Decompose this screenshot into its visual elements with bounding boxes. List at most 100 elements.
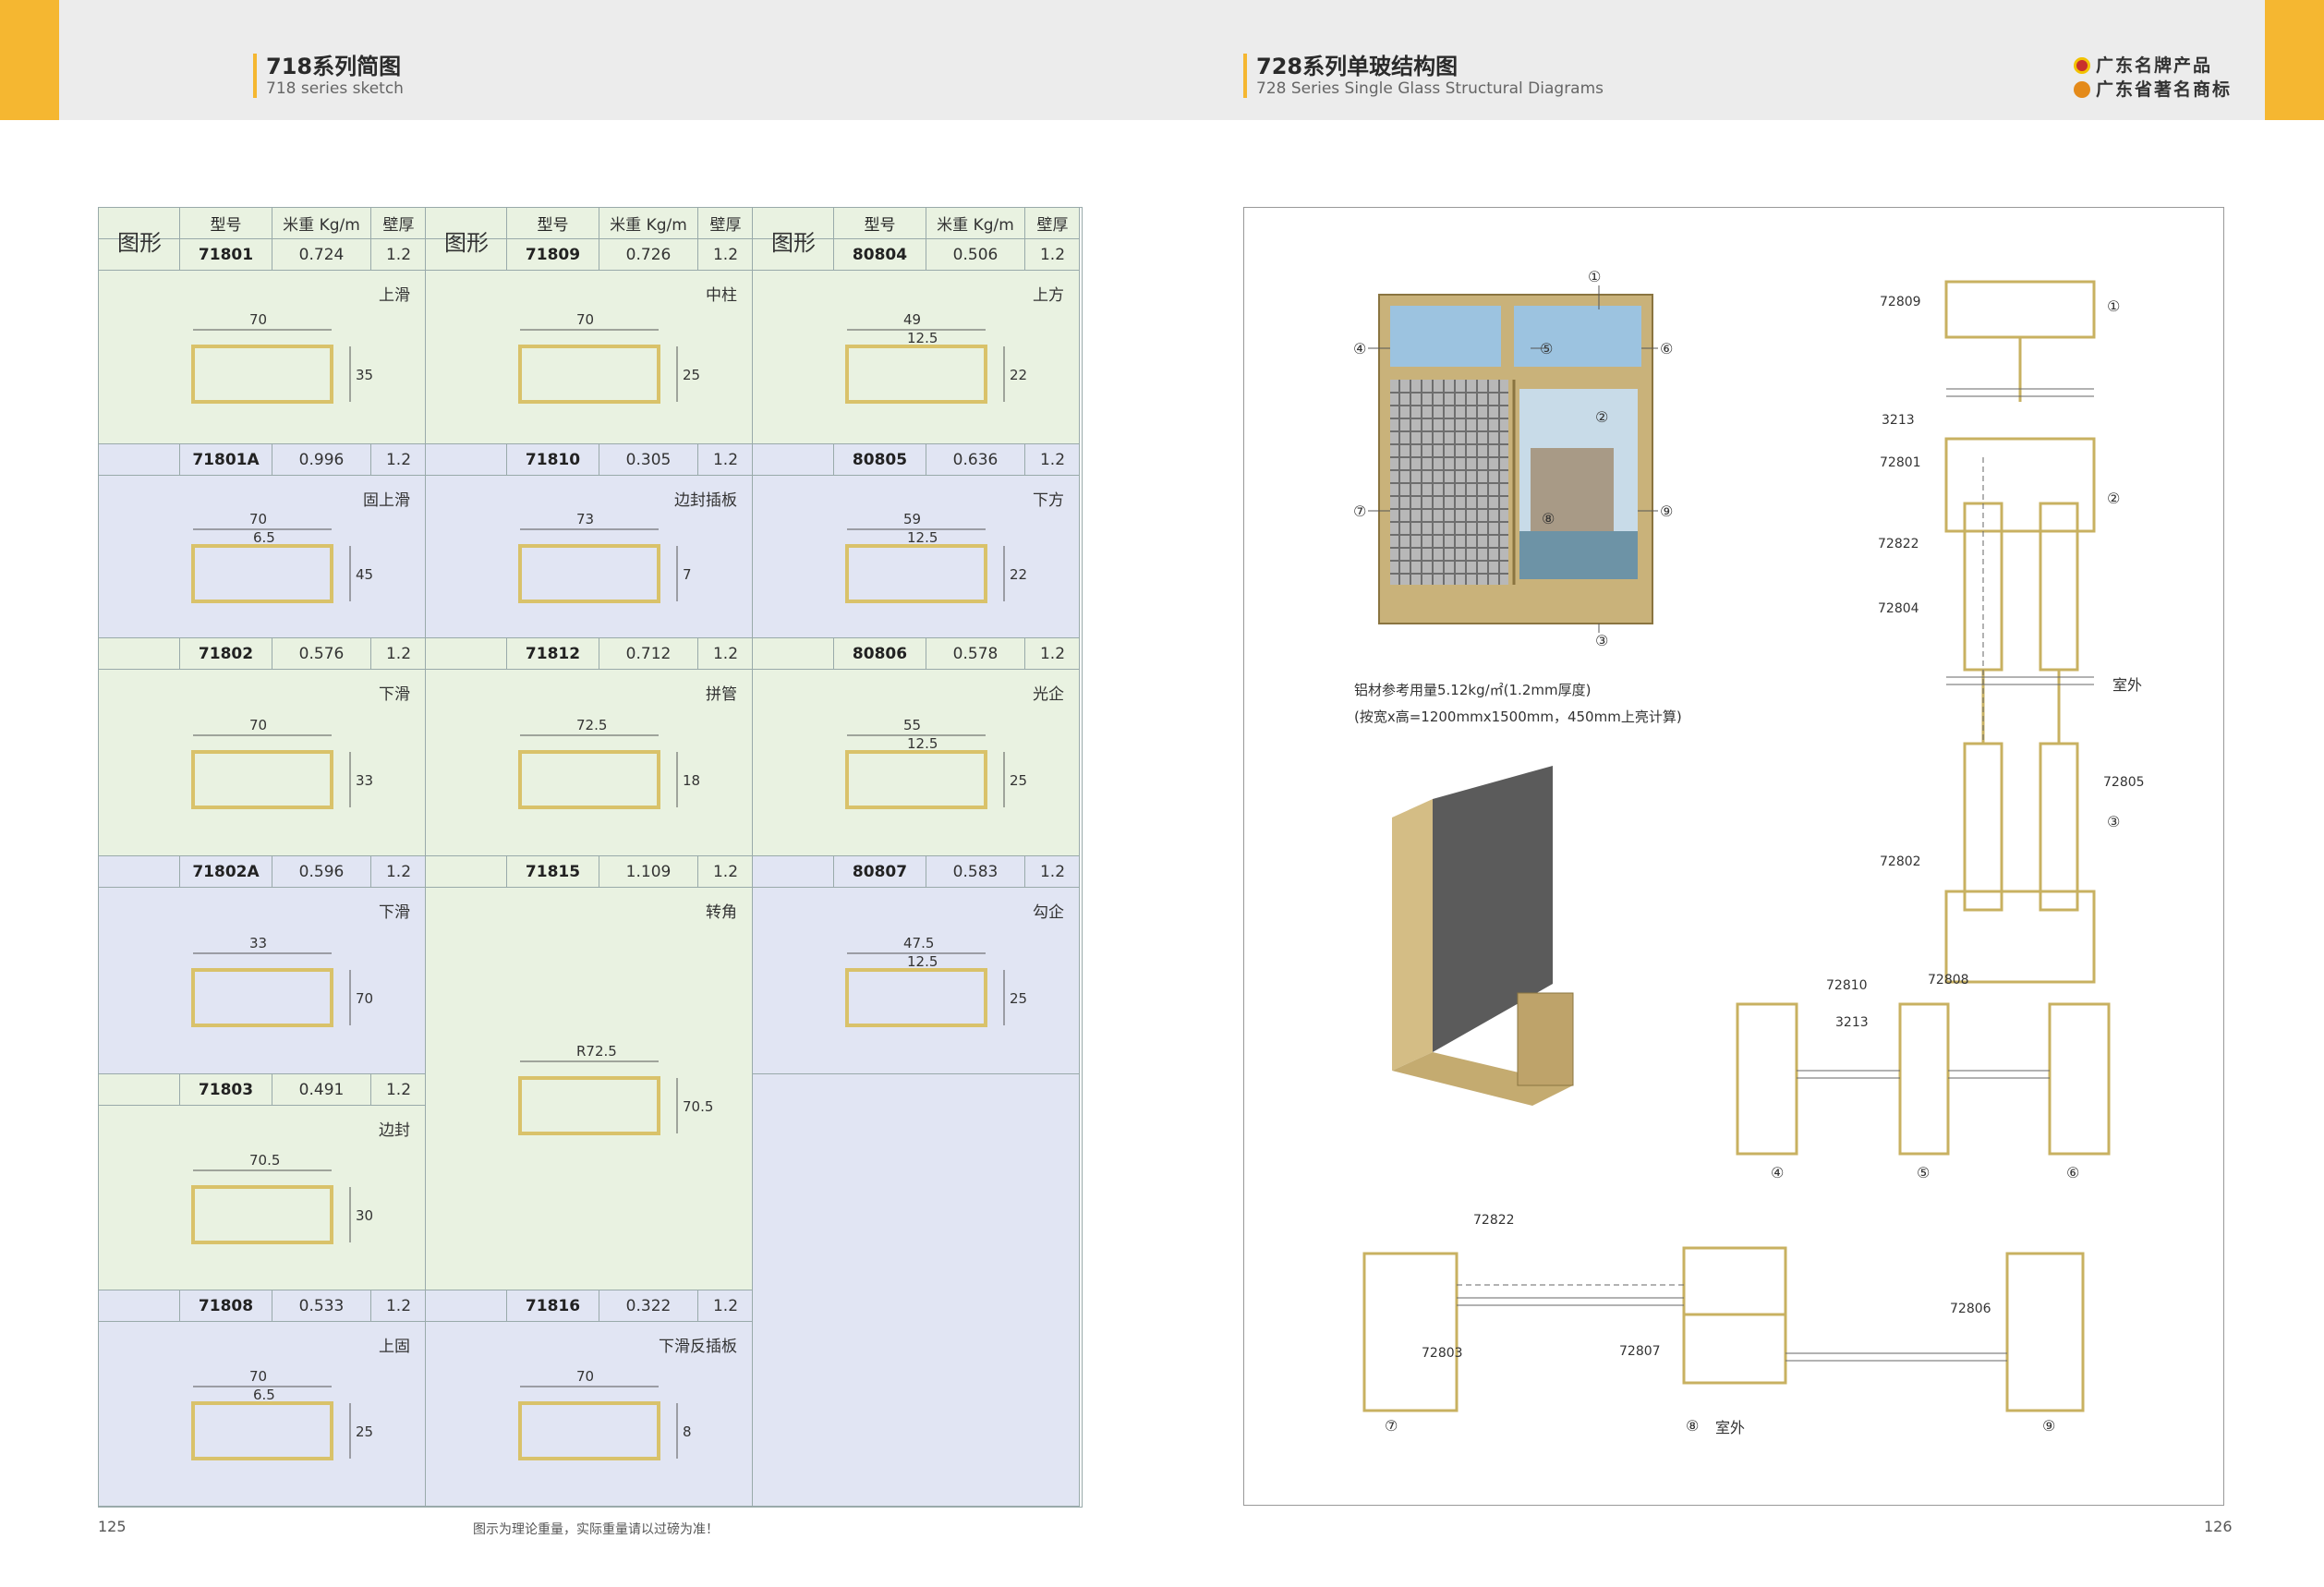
label-72801: 72801 — [1880, 455, 1921, 470]
profile-name: 转角 — [706, 903, 737, 922]
model-code: 80805 — [833, 444, 926, 475]
profile-drawing — [518, 1060, 678, 1135]
dimension-label: 73 — [576, 511, 594, 527]
dimension-label: 12.5 — [907, 330, 938, 346]
col-header-thickness: 壁厚 — [1024, 208, 1080, 238]
dimension-label: 18 — [683, 772, 700, 789]
model-code: 71801 — [179, 239, 272, 270]
profile-drawing — [191, 329, 351, 404]
dimension-label: 70 — [356, 990, 373, 1007]
dimension-label: 70.5 — [683, 1098, 713, 1115]
weight-value: 0.305 — [599, 444, 697, 475]
profile-drawing — [518, 329, 678, 404]
label-72805: 72805 — [2103, 775, 2145, 790]
col-header-model: 型号 — [506, 208, 599, 238]
profile-name: 下方 — [1033, 491, 1064, 510]
label-outside-2: 室外 — [1715, 1419, 1745, 1436]
thickness-value: 1.2 — [370, 638, 426, 669]
label-3213: 3213 — [1882, 413, 1915, 428]
model-code: 71801A — [179, 444, 272, 475]
dimension-label: 25 — [683, 367, 700, 383]
callout-4: ④ — [1353, 340, 1366, 357]
thickness-value: 1.2 — [1024, 444, 1080, 475]
label-72806: 72806 — [1950, 1302, 1991, 1316]
model-code: 71809 — [506, 239, 599, 270]
callout-3b: ③ — [2107, 813, 2120, 830]
profile-sketch: 72.5 18 — [518, 717, 700, 809]
model-code: 71815 — [506, 856, 599, 887]
dimension-label: 25 — [356, 1423, 373, 1440]
thickness-value: 1.2 — [697, 444, 753, 475]
left-accent-tab — [0, 0, 59, 120]
brand-line-2: 广东省著名商标 — [2096, 79, 2233, 100]
model-code: 71802A — [179, 856, 272, 887]
window-illustration — [1378, 294, 1653, 624]
profile-drawing — [191, 528, 351, 603]
label-72822: 72822 — [1878, 537, 1919, 551]
col-header-thickness: 壁厚 — [697, 208, 753, 238]
dimension-label: R72.5 — [576, 1043, 617, 1060]
material-usage-note: 铝材参考用量5.12kg/㎡(1.2mm厚度) — [1354, 682, 1592, 698]
dimension-label: 55 — [903, 717, 921, 733]
dimension-label: 59 — [903, 511, 921, 527]
label-outside: 室外 — [2112, 676, 2142, 694]
dimension-label: 30 — [356, 1207, 373, 1224]
weight-value: 1.109 — [599, 856, 697, 887]
profile-drawing — [191, 952, 351, 1027]
profile-sketch: 47.512.525 — [845, 935, 1027, 1027]
label-72807: 72807 — [1619, 1344, 1661, 1359]
profile-sketch: 706.545 — [191, 511, 373, 603]
dimension-label: 45 — [356, 566, 373, 583]
thickness-value: 1.2 — [370, 444, 426, 475]
shape-column-header: 图形 — [444, 230, 489, 256]
section-456-labels: 72810 72808 3213 ④ ⑤ ⑥ — [1771, 973, 2079, 1181]
profile-drawing — [191, 734, 351, 809]
dimension-label: 70 — [249, 1368, 267, 1385]
profile-sketch: 70.5 30 — [191, 1152, 373, 1244]
dimension-label: 12.5 — [907, 735, 938, 752]
top-banner — [0, 0, 2324, 120]
callout-7: ⑦ — [1353, 503, 1366, 520]
dimension-label: 12.5 — [907, 953, 938, 970]
thickness-value: 1.2 — [697, 856, 753, 887]
dimension-label: 72.5 — [576, 717, 607, 733]
profile-drawing — [518, 734, 678, 809]
profile-sketch: 737 — [518, 511, 692, 603]
thickness-value: 1.2 — [370, 856, 426, 887]
label-72804: 72804 — [1878, 601, 1919, 616]
profile-name: 固上滑 — [363, 491, 410, 510]
horizontal-section-456 — [1736, 1002, 2111, 1156]
profile-drawing — [845, 329, 1005, 404]
callout-2: ② — [1595, 408, 1608, 426]
model-code: 80807 — [833, 856, 926, 887]
weight-value: 0.506 — [926, 239, 1024, 270]
brand-badges: 广东名牌产品 广东省著名商标 — [2074, 54, 2232, 102]
model-code: 71808 — [179, 1290, 272, 1321]
right-page-number: 126 — [2204, 1518, 2233, 1535]
brand-seal-icon — [2074, 57, 2090, 74]
thickness-value: 1.2 — [370, 1290, 426, 1321]
section-789-labels: 72822 72803 72807 72806 ⑦ ⑧ 室外 ⑨ — [1385, 1213, 2055, 1436]
col-header-weight: 米重 Kg/m — [272, 208, 370, 238]
profile-name: 下滑反插板 — [659, 1338, 737, 1356]
dimension-label: 6.5 — [253, 529, 275, 546]
dimension-label: 70.5 — [249, 1152, 280, 1169]
left-section-title: 718系列简图 718 series sketch — [253, 54, 404, 98]
left-page-number: 125 — [98, 1518, 127, 1535]
brand-line-1: 广东名牌产品 — [2096, 55, 2213, 76]
dimension-label: 35 — [356, 367, 373, 383]
